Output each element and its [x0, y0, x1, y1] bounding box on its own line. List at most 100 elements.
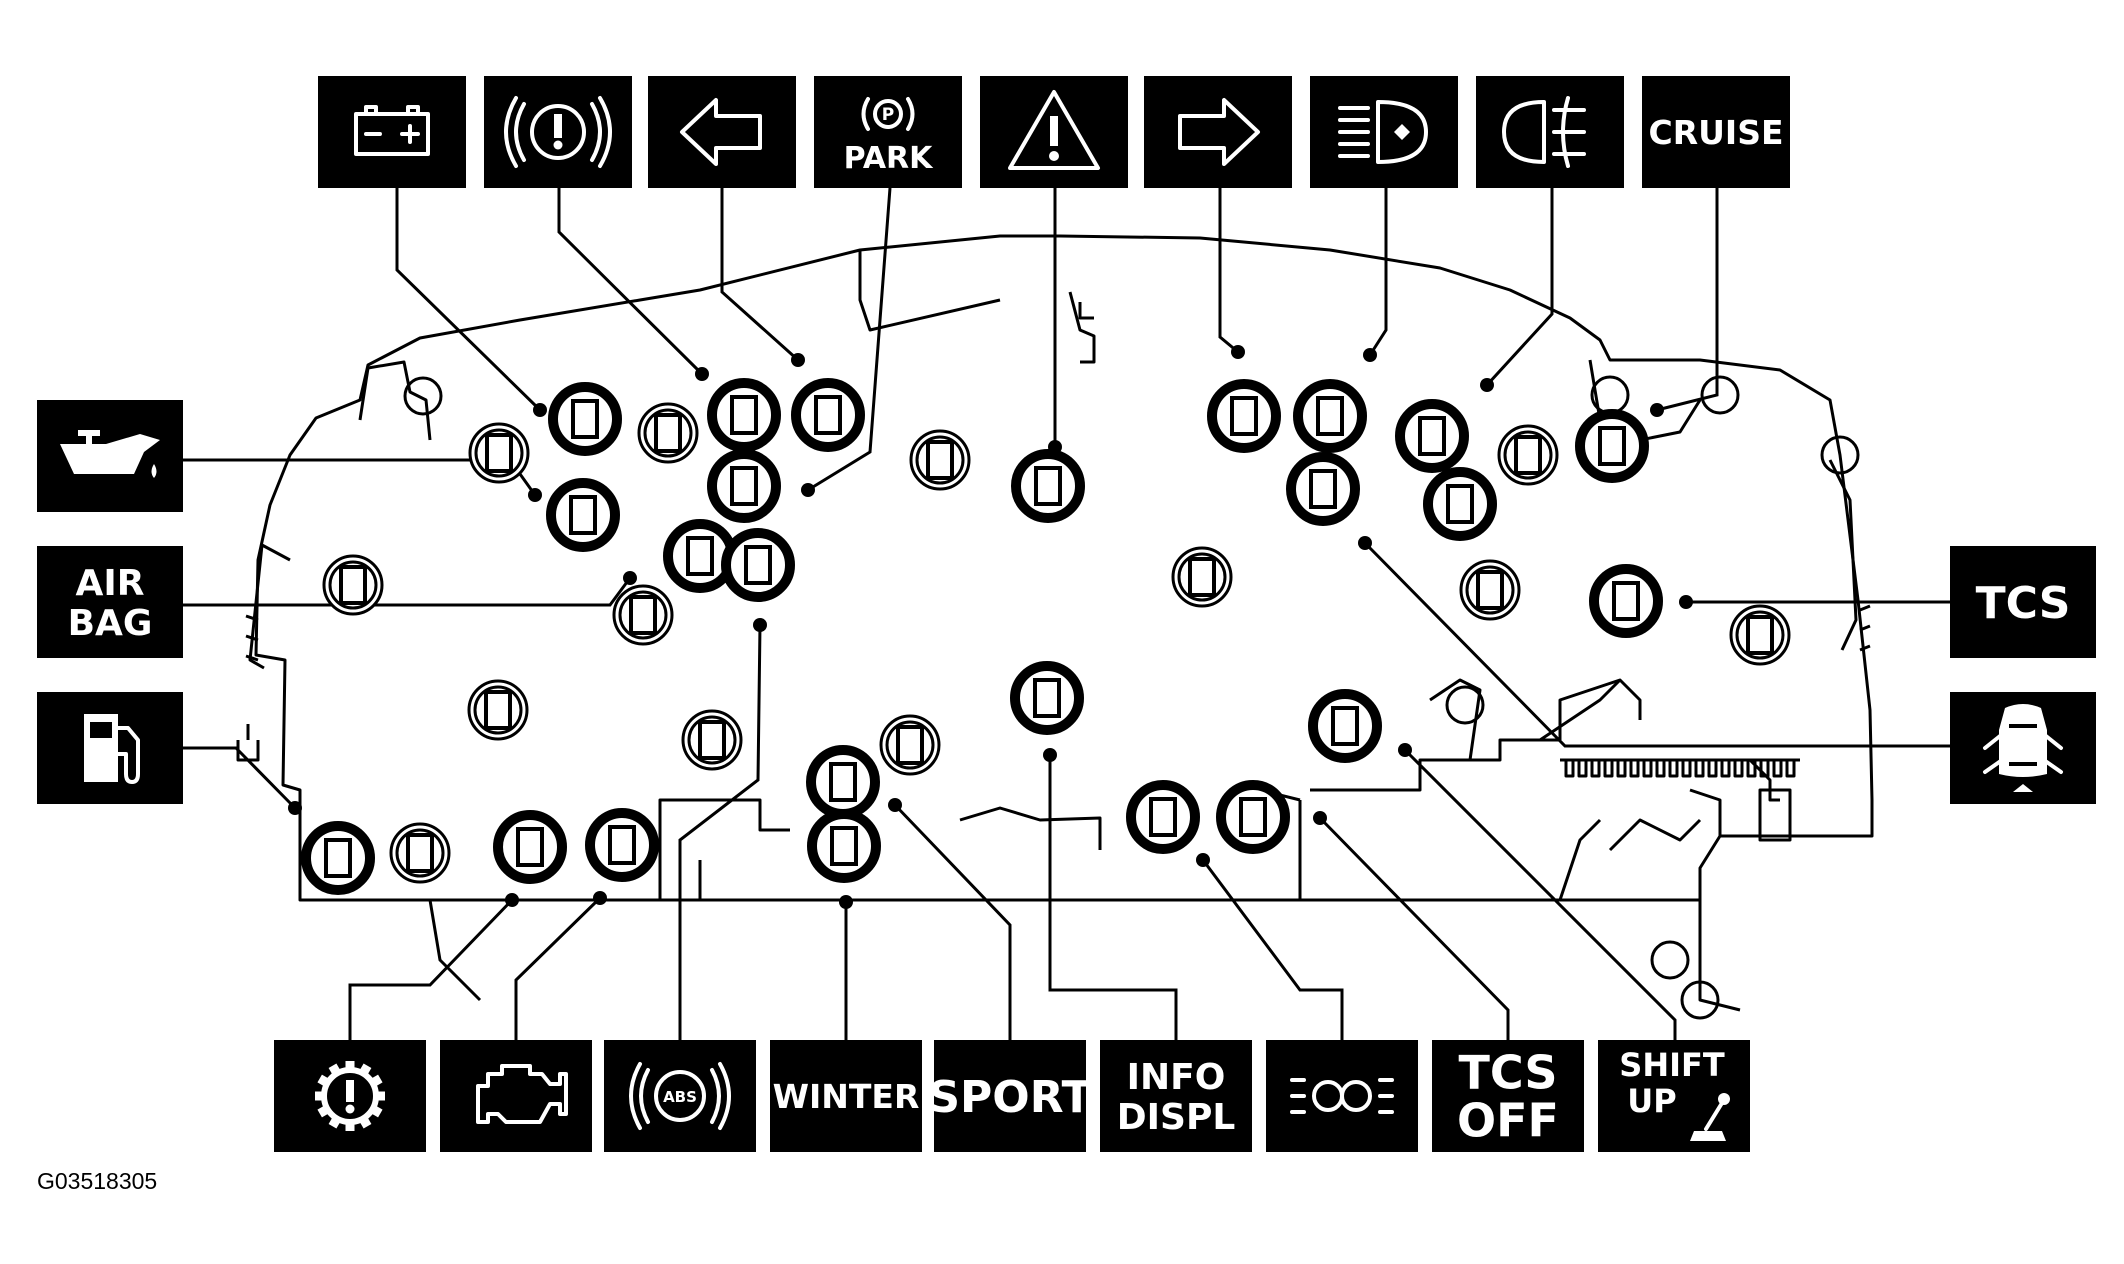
indicator-cruise: CRUISE — [1642, 76, 1790, 188]
shift-lever-icon — [1690, 1093, 1730, 1141]
illumination-bulb-socket-9 — [467, 679, 529, 741]
indicator-tcs: TCS — [1950, 546, 2096, 658]
indicator-bulb-socket-9 — [1293, 379, 1367, 453]
indicator-bulb-socket-7 — [1011, 449, 1085, 523]
abs-icon — [629, 1062, 731, 1130]
mounting-hole-6 — [1680, 980, 1720, 1020]
indicator-general-warning — [980, 76, 1128, 188]
leader-line-left-turn — [720, 188, 800, 362]
leader-dot-air-bag — [623, 571, 637, 585]
board-outline-13 — [1558, 678, 1642, 740]
board-outline-15 — [1689, 788, 1722, 836]
indicator-bulb-socket-13 — [1575, 409, 1649, 483]
illumination-bulb-socket-11 — [879, 714, 941, 776]
leader-dot-tcs-off — [1313, 811, 1327, 825]
indicator-text-info-display-0: INFO — [1127, 1057, 1226, 1098]
indicator-check-engine — [440, 1040, 592, 1152]
door-ajar-car-icon — [1983, 704, 2063, 792]
indicator-box-sport — [934, 1040, 1086, 1152]
indicator-fog-lamps — [1266, 1040, 1418, 1152]
indicator-bulb-socket-0 — [548, 382, 622, 456]
mounting-hole-2 — [1700, 375, 1740, 415]
indicator-powertrain-fault — [274, 1040, 426, 1152]
leader-dot-fog-lamps — [1196, 853, 1210, 867]
illumination-bulb-socket-5 — [1171, 546, 1233, 608]
board-outline-1 — [358, 360, 432, 441]
board-outline-7 — [658, 798, 790, 900]
leader-line-abs — [678, 624, 762, 1040]
leader-dot-rear-fog — [1480, 378, 1494, 392]
board-outline-17 — [1558, 818, 1602, 901]
leader-dot-door-ajar — [1358, 536, 1372, 550]
indicator-text-park-brake: PARK — [844, 141, 935, 176]
warning-triangle-icon — [1008, 90, 1100, 170]
leader-dot-powertrain-fault — [505, 893, 519, 907]
mounting-hole-0 — [403, 376, 443, 416]
indicator-box-tcs-off — [1432, 1040, 1584, 1152]
indicator-door-ajar — [1950, 692, 2096, 804]
bulb-sockets — [301, 378, 1791, 895]
leader-dot-general-warning — [1048, 440, 1062, 454]
board-outline-12 — [1429, 678, 1482, 761]
indicator-box-info-display — [1100, 1040, 1252, 1152]
indicator-bulb-socket-15 — [1010, 661, 1084, 735]
connector-tab — [1758, 788, 1792, 842]
indicator-bulb-socket-16 — [1308, 689, 1382, 763]
leader-dot-info-display — [1043, 748, 1057, 762]
indicator-text-abs: ABS — [663, 1088, 697, 1106]
leader-dots — [288, 345, 1693, 909]
indicator-box-rear-fog — [1476, 76, 1624, 188]
illumination-bulb-socket-10 — [681, 709, 743, 771]
board-outline-18 — [428, 899, 482, 1002]
indicator-bulb-socket-6 — [721, 528, 795, 602]
indicator-bulb-socket-2 — [707, 378, 781, 452]
indicator-bulb-socket-18 — [493, 810, 567, 884]
illumination-bulb-socket-8 — [1729, 604, 1791, 666]
leader-line-powertrain-fault — [348, 898, 514, 1040]
illumination-bulb-socket-3 — [612, 584, 674, 646]
indicator-bulb-socket-20 — [806, 745, 880, 819]
illumination-bulb-socket-12 — [389, 822, 451, 884]
high-beam-icon — [1338, 100, 1428, 164]
indicator-sport: SPORT — [928, 1040, 1092, 1152]
board-outline-9 — [959, 806, 1102, 850]
leader-line-tcs-off — [1318, 816, 1510, 1040]
illumination-bulb-socket-0 — [637, 402, 699, 464]
leader-dot-shift-up — [1398, 743, 1412, 757]
leader-line-charging-system — [395, 188, 542, 412]
leader-line-shift-up — [1403, 748, 1677, 1040]
indicator-left-turn — [648, 76, 796, 188]
illumination-bulb-socket-4 — [909, 429, 971, 491]
indicator-winter: WINTER — [770, 1040, 922, 1152]
indicator-box-check-engine — [440, 1040, 592, 1152]
indicator-text-tcs-off-1: OFF — [1457, 1094, 1559, 1148]
indicator-bulb-socket-10 — [1286, 452, 1360, 526]
leader-line-brake-warning — [557, 188, 704, 376]
leader-line-park-brake — [807, 187, 892, 492]
leader-dot-winter — [839, 895, 853, 909]
turn-left-arrow-icon — [680, 98, 762, 166]
indicator-bulb-socket-3 — [791, 378, 865, 452]
leader-line-right-turn — [1218, 188, 1239, 354]
leader-dot-abs — [753, 618, 767, 632]
indicator-box-charging-system — [318, 76, 466, 188]
indicator-abs: ABS — [604, 1040, 756, 1152]
indicator-text-tcs-off-0: TCS — [1458, 1046, 1557, 1100]
leader-dot-low-fuel — [288, 801, 302, 815]
indicator-box-park-brake — [814, 76, 962, 188]
board-outline-4 — [1828, 459, 1858, 651]
leader-line-air-bag — [183, 577, 632, 607]
indicator-box-tcs — [1950, 546, 2096, 658]
board-outline-5 — [858, 250, 1001, 332]
leader-dot-charging-system — [533, 403, 547, 417]
leader-line-check-engine — [514, 896, 602, 1040]
rear-fog-lamp-icon — [1502, 96, 1586, 168]
indicator-text-shift-up-0: SHIFT — [1619, 1046, 1725, 1084]
board-outline-19 — [1698, 900, 1741, 1012]
board-outline-21 — [1539, 678, 1622, 742]
fog-lamp-icon — [1290, 1078, 1394, 1114]
battery-icon — [354, 105, 430, 156]
